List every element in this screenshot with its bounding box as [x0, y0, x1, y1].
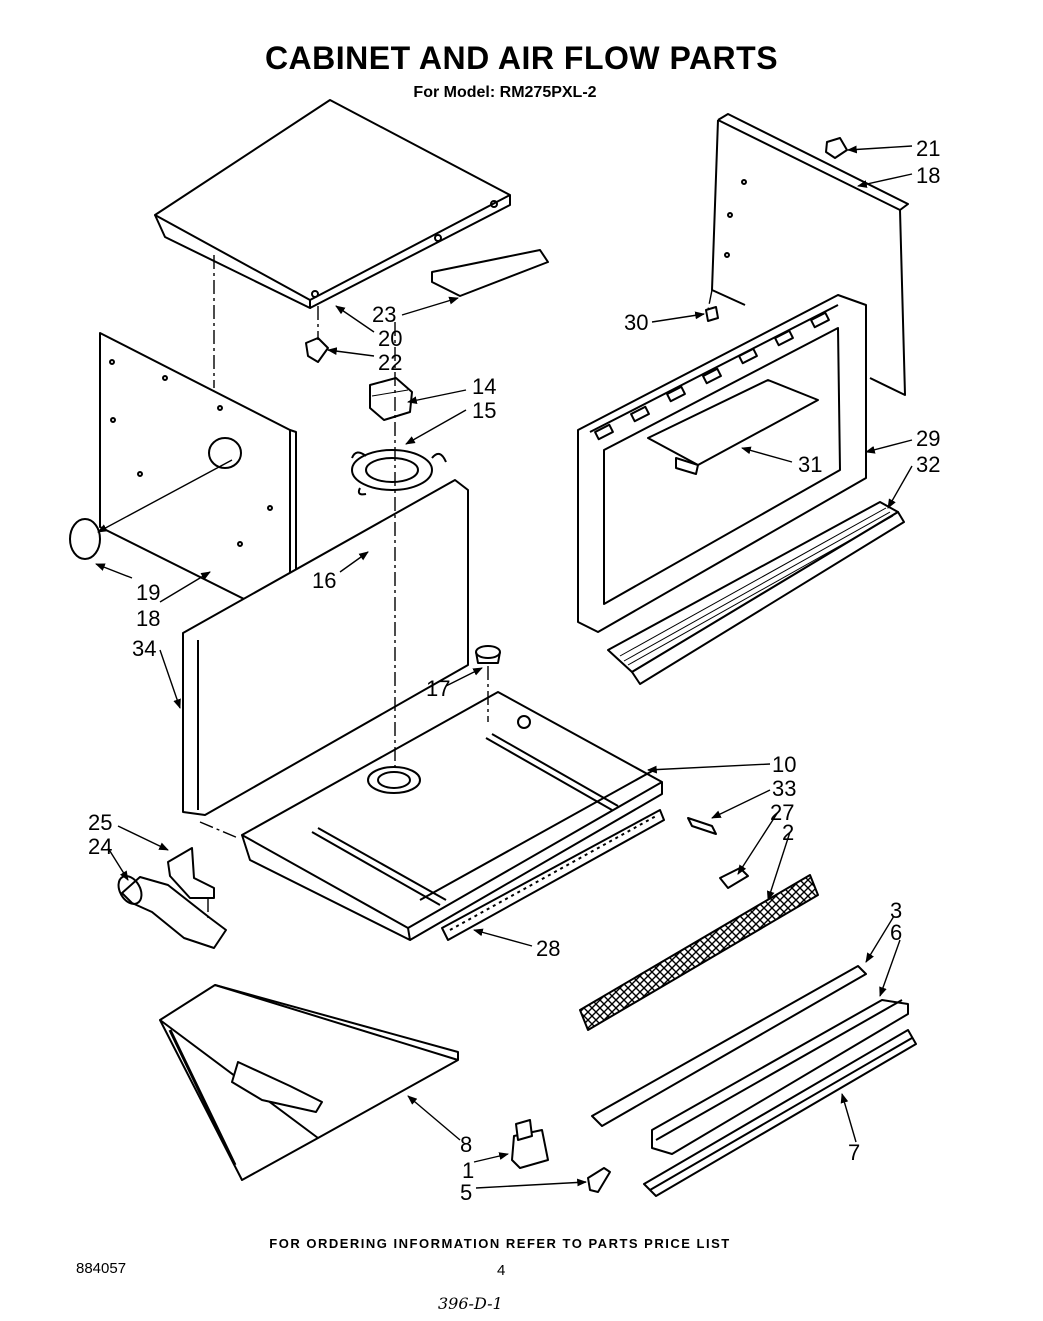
callout-24: 24	[88, 834, 112, 859]
callout-32: 32	[916, 452, 940, 477]
page-number: 4	[497, 1262, 506, 1279]
front-grille-strip	[607, 501, 905, 685]
door-switch	[511, 1119, 549, 1169]
bottom-rail	[643, 1029, 917, 1197]
callout-14: 14	[472, 374, 496, 399]
pin	[687, 817, 717, 835]
callout-34: 34	[132, 636, 156, 661]
callout-28: 28	[536, 936, 560, 961]
callout-3: 3	[890, 898, 902, 923]
callout-31: 31	[798, 452, 822, 477]
fan-motor	[369, 377, 413, 421]
callout-22: 22	[378, 350, 402, 375]
callout-leaders	[95, 145, 913, 1189]
callout-18-side: 18	[136, 606, 160, 631]
handwritten-note: 396-D-1	[438, 1294, 503, 1313]
front-frame	[577, 294, 867, 633]
callout-19: 19	[136, 580, 160, 605]
callout-23: 23	[372, 302, 396, 327]
callout-15: 15	[472, 398, 496, 423]
alignment-lines	[199, 255, 713, 918]
air-duct	[117, 875, 227, 949]
callout-5: 5	[460, 1180, 472, 1205]
callout-30: 30	[624, 310, 648, 335]
back-panel	[182, 479, 469, 816]
callout-7: 7	[848, 1140, 860, 1165]
mesh-grille	[579, 874, 819, 1031]
callout-25: 25	[88, 810, 112, 835]
callout-2: 2	[782, 820, 794, 845]
callout-29: 29	[916, 426, 940, 451]
ordering-note: FOR ORDERING INFORMATION REFER TO PARTS …	[269, 1236, 731, 1251]
trim-strip	[591, 965, 867, 1127]
retainer-clip	[719, 867, 749, 889]
callout-18-rear: 18	[916, 163, 940, 188]
motor-mount	[351, 449, 447, 496]
frame-deflector	[647, 379, 819, 475]
grommet	[475, 645, 501, 664]
left-side-panel	[99, 332, 297, 613]
callout-10: 10	[772, 752, 796, 777]
lower-channel	[651, 999, 909, 1155]
frame-screw	[705, 306, 719, 322]
callout-6: 6	[890, 920, 902, 945]
bottom-cover	[159, 984, 459, 1181]
page-title: CABINET AND AIR FLOW PARTS	[264, 40, 779, 76]
callout-33: 33	[772, 776, 796, 801]
document-number: 884057	[76, 1260, 127, 1277]
vent-cover	[69, 518, 101, 560]
top-cabinet-panel	[154, 99, 549, 309]
duct-bracket	[167, 847, 215, 899]
switch-actuator	[587, 1167, 611, 1193]
callout-8: 8	[460, 1132, 472, 1157]
top-mount-bracket	[305, 337, 329, 363]
callout-20: 20	[378, 326, 402, 351]
callout-16: 16	[312, 568, 336, 593]
callout-labels: 21 18 30 23 20 22 14 15 29 32 31 16 19 1…	[88, 136, 940, 1205]
callout-1: 1	[462, 1158, 474, 1183]
callout-27: 27	[770, 800, 794, 825]
callout-17: 17	[426, 676, 450, 701]
base-pan	[241, 691, 663, 941]
panel-clip	[825, 137, 848, 159]
model-subtitle: For Model: RM275PXL-2	[413, 84, 597, 101]
perforated-strip	[441, 809, 665, 941]
callout-21: 21	[916, 136, 940, 161]
